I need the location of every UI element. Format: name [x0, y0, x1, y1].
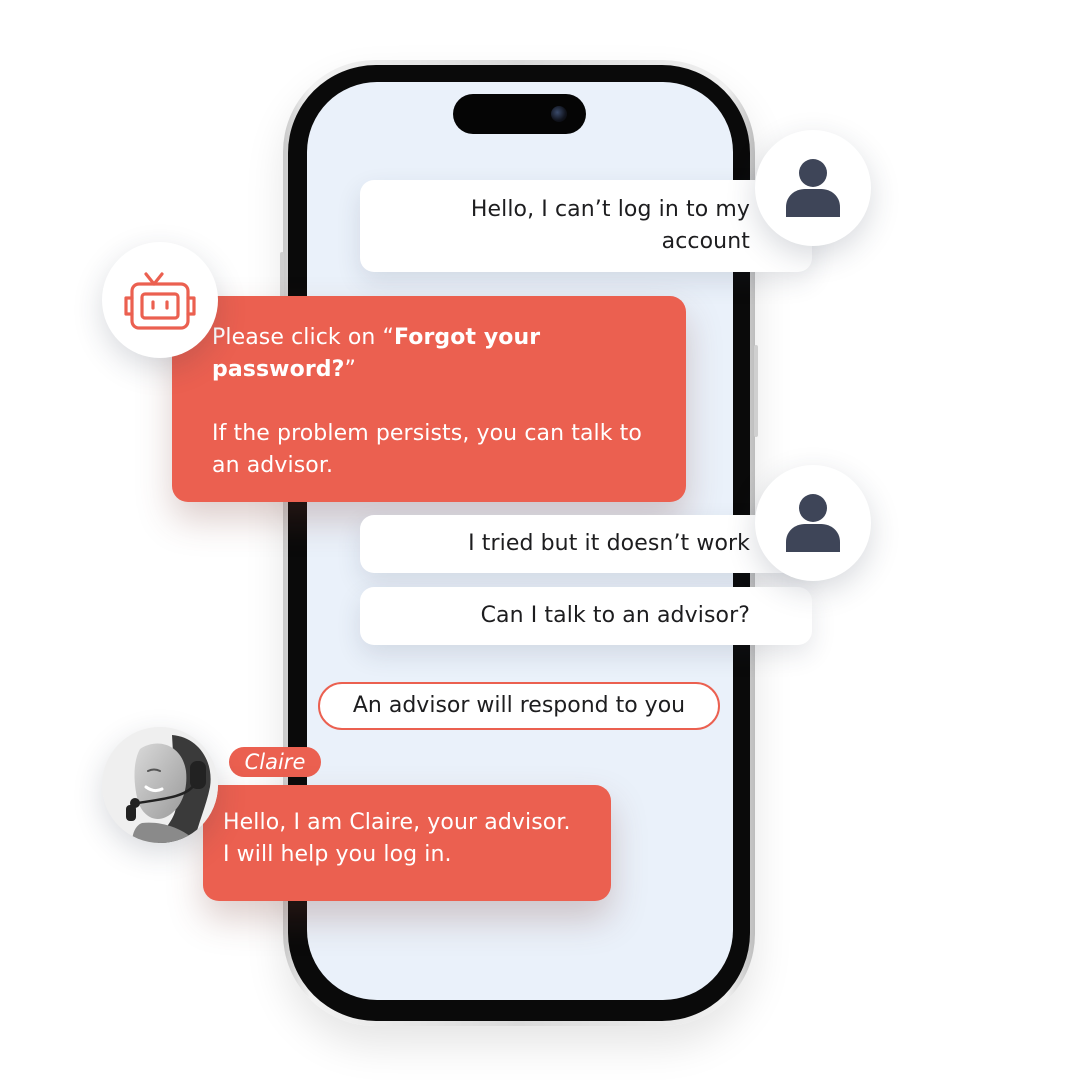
bot-message-line: Please click on “Forgot your password?” [212, 322, 670, 386]
advisor-avatar [102, 727, 218, 843]
user-message-line: I tried but it doesn’t work [468, 531, 750, 556]
advisor-photo [102, 727, 218, 843]
user-message-line: Can I talk to an advisor? [480, 603, 750, 628]
advisor-message-bubble: Hello, I am Claire, your advisor. I will… [203, 785, 611, 901]
user-avatar [755, 465, 871, 581]
user-silhouette-icon [786, 494, 840, 552]
user-message-bubble: Can I talk to an advisor? [360, 587, 812, 645]
bot-message-suffix: ” [344, 357, 356, 382]
bot-message-prefix: Please click on “ [212, 325, 395, 350]
bot-avatar [102, 242, 218, 358]
user-silhouette-icon [786, 159, 840, 217]
advisor-message-line: I will help you log in. [223, 842, 452, 867]
user-avatar [755, 130, 871, 246]
user-message-bubble: Hello, I can’t log in to my account [360, 180, 812, 272]
bot-message-bubble: Please click on “Forgot your password?” … [172, 296, 686, 502]
bot-message-line: If the problem persists, you can talk to… [212, 421, 642, 478]
user-message-line: account [661, 229, 750, 254]
forgot-password-link-text: Forgot your password? [212, 325, 541, 382]
robot-icon [124, 272, 196, 330]
advisor-status-notice: An advisor will respond to you [318, 682, 720, 730]
camera-icon [551, 106, 567, 122]
advisor-message-line: Hello, I am Claire, your advisor. [223, 810, 571, 835]
advisor-name-tag: Claire [229, 747, 321, 777]
phone-side-button-right [754, 345, 758, 437]
user-message-line: Hello, I can’t log in to my [470, 197, 750, 222]
user-message-bubble: I tried but it doesn’t work [360, 515, 812, 573]
phone-side-button-left [280, 252, 284, 300]
